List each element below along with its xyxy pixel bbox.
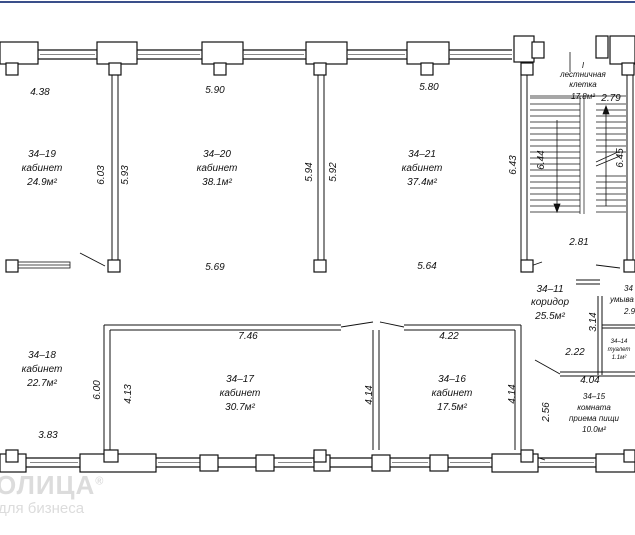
room-code: 34–15 [583, 392, 606, 401]
room-type: кабинет [22, 162, 63, 174]
room-label-34-11: 34–11 коридор 25.5м² [531, 284, 569, 322]
dimension-label: 5.93 [120, 165, 131, 185]
watermark-brand: ОЛИЦА® [0, 470, 104, 501]
dimension-label: 2.22 [564, 347, 585, 358]
stair-treads [530, 95, 626, 214]
room-label-34-14: 34–14 туалет 1.1м² [608, 339, 631, 361]
room-code: 34–11 [536, 284, 563, 295]
room-type: лестничная [559, 70, 606, 79]
dimension-label: 4.38 [30, 87, 50, 98]
dimension-label: 3.14 [588, 312, 599, 332]
room-label-34-21: 34–21 кабинет 37.4м² [402, 149, 443, 188]
room-type: коридор [531, 297, 569, 308]
room-code: 34–18 [28, 350, 56, 361]
top-pilasters [0, 35, 635, 65]
room-code: 34–14 [611, 339, 628, 345]
dimension-label: 4.04 [580, 375, 600, 386]
dimension-label: 5.69 [205, 262, 225, 273]
dimension-label: 7.46 [238, 331, 258, 342]
partitions [103, 75, 635, 450]
room-type: кабинет [220, 387, 261, 399]
room-type: кабинет [197, 162, 238, 174]
room-code: 34 [624, 284, 633, 293]
room-label-34-17: 34–17 кабинет 30.7м² [220, 374, 261, 413]
dimension-label: 2.81 [568, 237, 588, 248]
dimension-label: 6.43 [508, 155, 519, 175]
mid-window [17, 261, 71, 269]
room-area: 38.1м² [202, 177, 232, 188]
room-label-34-20: 34–20 кабинет 38.1м² [197, 149, 238, 188]
room-type-2: приема пищи [569, 414, 619, 423]
dimension-label: 2.56 [541, 402, 552, 423]
top-columns [5, 62, 635, 76]
room-type: комната [577, 403, 611, 412]
dimension-label: 5.92 [328, 162, 339, 182]
room-code: 34–17 [226, 374, 254, 385]
room-label-34-13: 34 умыва 2.9 [609, 284, 635, 316]
watermark-registered: ® [95, 475, 105, 488]
room-type-2: клетка [569, 80, 597, 89]
dimension-label: 4.22 [439, 331, 459, 342]
dimension-label: 6.03 [96, 165, 107, 185]
room-code: 34–19 [28, 149, 56, 160]
mid-columns [5, 259, 635, 273]
watermark-tagline: для бизнеса [0, 500, 85, 517]
room-type: умыва [609, 295, 634, 304]
room-code: 34–20 [203, 149, 231, 160]
dimension-label: 5.90 [205, 85, 225, 96]
watermark-brand-text: ОЛИЦА [0, 470, 96, 500]
dimension-label: 6.44 [536, 150, 547, 170]
room-area: 22.7м² [26, 378, 57, 389]
room-type: кабинет [22, 363, 63, 375]
room-label-34-16: 34–16 кабинет 17.5м² [432, 374, 473, 413]
room-label-34-18: 34–18 кабинет 22.7м² [22, 350, 63, 389]
room-code: 34–21 [408, 149, 436, 160]
room-label-stair: I лестничная клетка 17.8м² [559, 61, 606, 101]
room-type: кабинет [432, 387, 473, 399]
dimension-label: 4.14 [507, 384, 518, 404]
room-type: кабинет [402, 162, 443, 174]
room-label-34-19: 34–19 кабинет 24.9м² [22, 149, 63, 188]
dimension-label: 5.64 [417, 261, 437, 272]
bottom-columns [5, 449, 635, 463]
room-area: 1.1м² [612, 355, 627, 361]
room-area: 24.9м² [26, 177, 57, 188]
room-code: I [582, 61, 585, 70]
dimension-label: 6.45 [615, 148, 626, 168]
stair-arrows [553, 52, 610, 214]
room-type: туалет [608, 347, 631, 353]
dimension-label: 6.00 [92, 380, 103, 400]
dimension-labels: 4.38 5.90 5.80 2.79 2.81 5.69 5.64 7.46 … [30, 82, 626, 441]
dimension-label: 4.13 [123, 384, 134, 404]
room-area: 37.4м² [407, 177, 437, 188]
dimension-label: 5.94 [304, 162, 315, 182]
room-area: 30.7м² [225, 402, 255, 413]
room-area: 17.5м² [437, 402, 467, 413]
dimension-label: 5.80 [419, 82, 439, 93]
room-label-34-15: 34–15 комната приема пищи 10.0м² [569, 392, 619, 434]
room-area: 17.8м² [571, 92, 595, 101]
dimension-label: 4.14 [364, 385, 375, 405]
dimension-label: 3.83 [38, 430, 58, 441]
dimension-label: 2.79 [600, 93, 621, 104]
room-area: 25.5м² [534, 311, 565, 322]
room-area: 2.9 [623, 307, 635, 316]
room-code: 34–16 [438, 374, 466, 385]
room-area: 10.0м² [582, 425, 606, 434]
